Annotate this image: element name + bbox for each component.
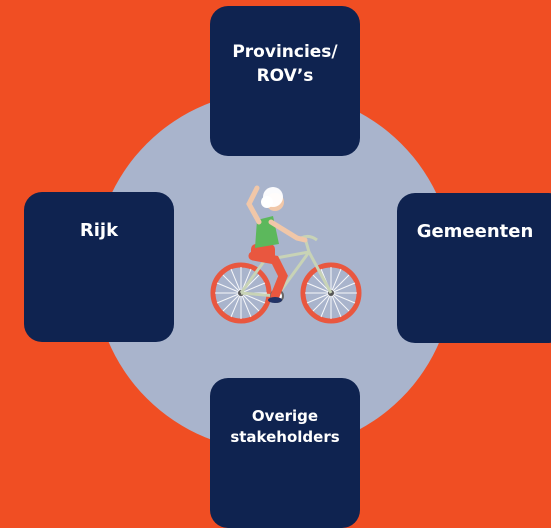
node-overige-stakeholders: Overige stakeholders <box>210 378 360 528</box>
node-provincies: Provincies/ ROV’s <box>210 6 360 156</box>
node-gemeenten-label: Gemeenten <box>416 221 534 242</box>
node-overige-line2: stakeholders <box>230 428 340 446</box>
cyclist-illustration <box>210 185 362 324</box>
node-provincies-line1: Provincies/ <box>232 42 338 62</box>
node-gemeenten: Gemeenten <box>397 193 551 343</box>
node-provincies-line2: ROV’s <box>256 66 314 86</box>
node-rijk: Rijk <box>24 192 174 342</box>
node-overige-line1: Overige <box>251 407 319 425</box>
node-rijk-label: Rijk <box>79 220 119 241</box>
